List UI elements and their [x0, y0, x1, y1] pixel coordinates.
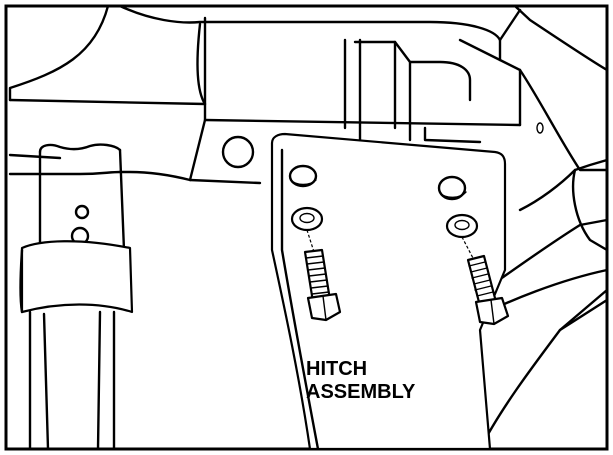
washer-left-hole: [299, 212, 315, 224]
frame-inner-line: [8, 153, 62, 160]
crossmember-step: [423, 126, 482, 144]
callout-label-line2: ASSEMBLY: [306, 381, 416, 403]
crossmember-bend: [196, 22, 207, 106]
crossmember-lower-edge: [8, 98, 207, 106]
washer-left: [290, 206, 324, 232]
crossmember-upper-surface: [118, 4, 502, 62]
strap-top: [38, 143, 122, 154]
strap-right-edge: [118, 148, 126, 252]
strap-hole-upper: [74, 204, 90, 220]
crossmember-underside: [118, 170, 192, 182]
body-panel-hole: [536, 122, 544, 134]
bracket-bolt-hole-right-rim: [439, 191, 467, 199]
crossmember-face-top: [203, 118, 522, 127]
body-panel-top: [513, 4, 609, 72]
body-panel-lower: [518, 68, 609, 172]
hardware-left: [290, 206, 342, 322]
crossmember-hole: [221, 135, 255, 169]
clamp-left-curve: [19, 248, 24, 314]
bolt-right-threads: [468, 261, 494, 297]
body-panel-edge: [498, 8, 522, 42]
crossmember-pad-2: [408, 60, 472, 102]
hitch-bracket: [270, 132, 507, 451]
fender-flare: [571, 168, 609, 252]
bumper-edge: [558, 298, 609, 332]
hitch-bracket-plate: [270, 132, 507, 451]
washer-right: [445, 213, 479, 239]
alignment-line-left: [306, 229, 315, 253]
frame-bottom-line: [8, 170, 122, 176]
washer-right-hole: [454, 219, 470, 231]
crossmember-face-bottom: [188, 178, 262, 185]
callout-label-line1: HITCH: [306, 358, 367, 380]
left-strap: [19, 143, 134, 451]
bracket-bolt-hole-left: [288, 164, 318, 188]
bolt-left-threads: [305, 255, 330, 295]
strap-lower-inner-2: [96, 310, 102, 451]
crossmember-top-edge: [8, 4, 110, 102]
hitch-bracket-flange: [280, 148, 320, 451]
bolt-right-head-facet: [490, 299, 495, 325]
bolt-left-head-facet: [322, 295, 327, 321]
bracket-bolt-hole-left-rim: [290, 179, 317, 186]
strap-lower-inner-1: [42, 312, 50, 451]
crossmember-end: [458, 38, 522, 127]
crossmember-pad: [353, 40, 412, 142]
bracket-bolt-hole-right: [437, 175, 467, 201]
hardware-right: [445, 213, 510, 326]
strap-clamp-band: [20, 240, 134, 314]
alignment-line-right: [461, 236, 475, 261]
